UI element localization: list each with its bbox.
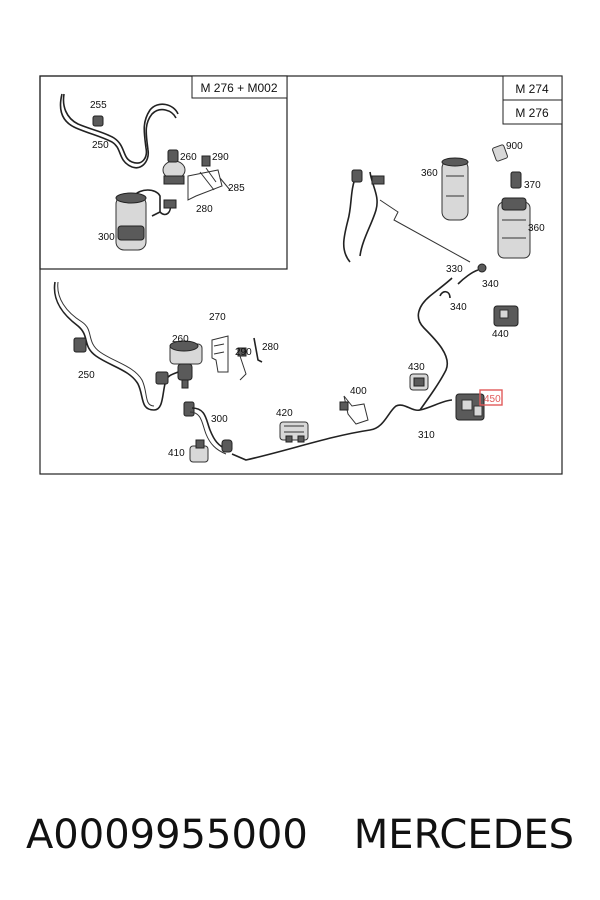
main-clamp-420 <box>279 421 309 443</box>
main-label-280: 280 <box>262 342 279 353</box>
inset-bracket-280 <box>187 155 231 201</box>
main-hose-assembly-250 <box>53 281 189 411</box>
main-hose-300 <box>183 401 233 455</box>
inset-label-255: 255 <box>90 100 107 111</box>
main-canister-360-a <box>441 157 469 221</box>
main-label-300: 300 <box>211 414 228 425</box>
diagram-frame <box>39 75 563 475</box>
main-part-900 <box>492 144 508 162</box>
main-label-340-b: 340 <box>450 302 467 313</box>
main-part-370 <box>510 171 522 189</box>
parts-diagram: M 276 + M002 M 274 M 276 255 250 260 290… <box>39 75 563 475</box>
main-valve-410 <box>189 439 209 463</box>
main-label-250: 250 <box>78 370 95 381</box>
inset-valve-260 <box>162 149 186 185</box>
main-clamp-450 <box>455 393 485 421</box>
main-connector-290 <box>237 347 247 381</box>
main-clip-430 <box>409 373 429 391</box>
inset-label-260: 260 <box>180 152 197 163</box>
main-label-440: 440 <box>492 329 509 340</box>
main-sensor-harness <box>342 169 471 263</box>
main-label-400: 400 <box>350 386 367 397</box>
inset-label-290: 290 <box>212 152 229 163</box>
engine-tag-2: M 276 <box>515 106 549 120</box>
main-hose-330 <box>457 263 487 285</box>
main-label-340-a: 340 <box>482 279 499 290</box>
inset-title-box <box>191 75 288 99</box>
main-bracket-270 <box>211 335 229 373</box>
main-clip-280 <box>253 337 263 363</box>
main-label-290: 290 <box>235 347 252 358</box>
main-valve-260 <box>169 340 203 389</box>
highlight-box <box>479 389 503 406</box>
main-line-310 <box>231 277 453 461</box>
main-clamp-400 <box>339 395 369 425</box>
main-label-410: 410 <box>168 448 185 459</box>
inset-title: M 276 + M002 <box>200 81 277 95</box>
main-label-310: 310 <box>418 430 435 441</box>
main-canister-360-b <box>497 197 531 259</box>
main-label-430: 430 <box>408 362 425 373</box>
main-label-420: 420 <box>276 408 293 419</box>
main-label-360-a: 360 <box>421 168 438 179</box>
main-label-330: 330 <box>446 264 463 275</box>
part-number: A0009955000 <box>25 812 308 858</box>
caption-bar: A0009955000 MERCEDES <box>0 800 600 870</box>
engine-tag-1: M 274 <box>515 82 549 96</box>
inset-hose-assembly <box>59 93 179 169</box>
main-label-260: 260 <box>172 334 189 345</box>
highlighted-label-450: 450 <box>484 394 501 405</box>
brand-name: MERCEDES <box>353 812 575 858</box>
engine-tag-box-2 <box>502 99 563 125</box>
inset-frame <box>39 75 288 270</box>
inset-label-280: 280 <box>196 204 213 215</box>
main-label-360-b: 360 <box>528 223 545 234</box>
inset-label-285: 285 <box>228 183 245 194</box>
main-part-440 <box>493 305 519 327</box>
main-label-270: 270 <box>209 312 226 323</box>
inset-label-300: 300 <box>98 232 115 243</box>
main-clamp-340 <box>439 290 451 299</box>
inset-label-250: 250 <box>92 140 109 151</box>
main-label-900: 900 <box>506 141 523 152</box>
main-label-370: 370 <box>524 180 541 191</box>
inset-canister-300 <box>115 189 177 251</box>
